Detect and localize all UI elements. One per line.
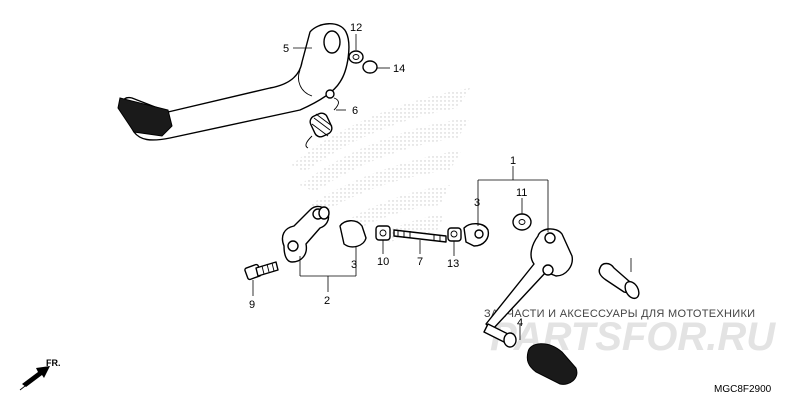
clip-14 xyxy=(362,60,378,74)
callout-7: 7 xyxy=(417,256,423,268)
callout-9: 9 xyxy=(249,299,255,311)
nut-10 xyxy=(375,225,391,241)
pivot-bolt-8 xyxy=(598,262,640,300)
leader-lines xyxy=(252,34,632,340)
direction-label: FR. xyxy=(46,358,61,368)
tie-rod-7 xyxy=(393,229,447,243)
callout-1: 1 xyxy=(510,155,516,167)
boot-3-right-eye xyxy=(474,229,484,239)
front-arrow-icon xyxy=(19,366,50,391)
washer-12 xyxy=(348,50,364,64)
callout-12: 12 xyxy=(350,22,362,34)
washer-11 xyxy=(512,213,532,231)
callout-11: 11 xyxy=(516,187,527,199)
callout-3-left: 3 xyxy=(351,259,357,271)
callout-6: 6 xyxy=(352,105,358,117)
diagram-code: MGC8F2900 xyxy=(714,384,772,395)
bolt-9 xyxy=(244,261,279,281)
callout-10: 10 xyxy=(377,256,389,268)
shift-pedal xyxy=(483,228,578,385)
nut-10-hole xyxy=(379,229,387,237)
callout-14: 14 xyxy=(393,63,405,75)
washer-12-hole xyxy=(352,54,360,60)
callout-2: 2 xyxy=(324,295,330,307)
watermark-tagline: ЗАПЧАСТИ И АКСЕССУАРЫ ДЛЯ МОТОТЕХНИКИ xyxy=(484,308,755,320)
callout-4: 4 xyxy=(517,317,523,329)
callout-13: 13 xyxy=(447,258,459,270)
callout-3-right: 3 xyxy=(474,197,480,209)
nut-13 xyxy=(447,227,462,242)
callout-5: 5 xyxy=(283,43,289,55)
brake-pedal-arm xyxy=(117,23,350,141)
washer-11-hole xyxy=(518,219,526,225)
boot-3-left xyxy=(339,220,367,248)
nut-13-hole xyxy=(450,230,458,238)
return-spring xyxy=(305,97,339,149)
gearshift-arm xyxy=(281,205,330,263)
